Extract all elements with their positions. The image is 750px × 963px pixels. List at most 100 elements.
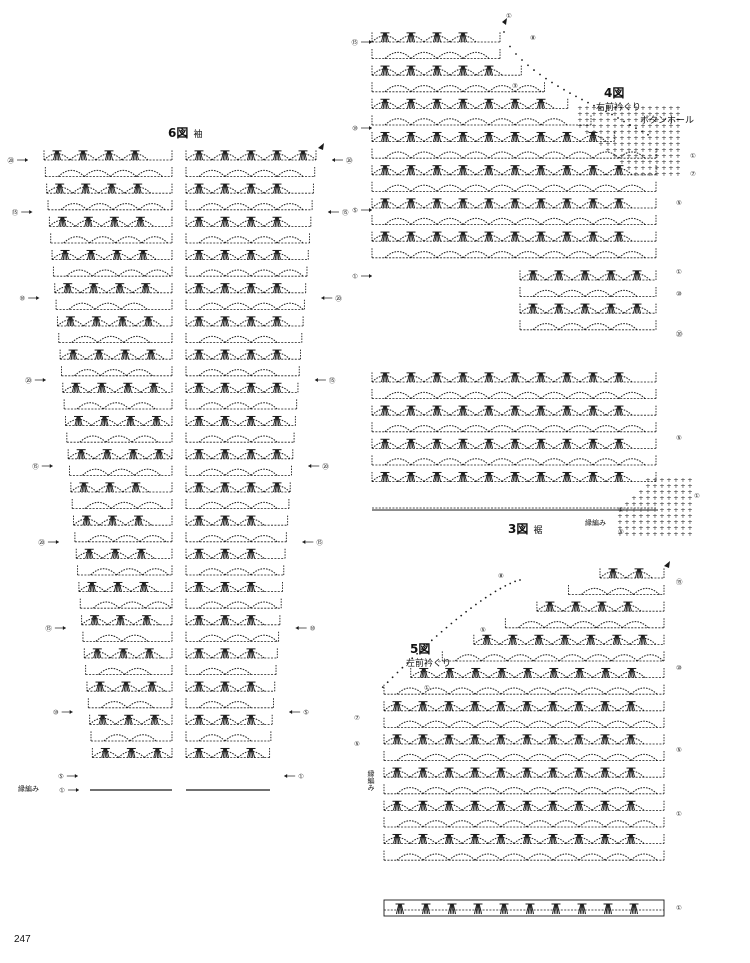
single-crochet-mark: + [633, 158, 638, 166]
treble-stitch [123, 316, 127, 327]
treble-stitch [196, 283, 199, 293]
treble-stitch [272, 150, 277, 161]
treble-stitch [385, 165, 388, 175]
single-crochet-mark: + [638, 512, 643, 520]
treble-stitch [394, 734, 397, 745]
treble-stitch [222, 615, 225, 625]
treble-stitch [512, 132, 515, 142]
edging-stitch-dot [484, 596, 487, 599]
treble-stitch [96, 350, 99, 360]
treble-stitch [81, 449, 84, 459]
treble-stitch [60, 217, 63, 227]
treble-stitch [605, 701, 608, 711]
treble-stitch [138, 217, 141, 227]
treble-stitch [408, 198, 411, 209]
chain-arch [126, 369, 153, 377]
treble-stitch [225, 217, 230, 227]
treble-stitch [533, 303, 538, 314]
treble-stitch [460, 372, 463, 383]
single-crochet-mark: + [584, 122, 589, 130]
treble-stitch [602, 602, 605, 612]
treble-stitch [385, 132, 390, 142]
treble-stitch [515, 198, 520, 209]
treble-stitch [251, 516, 254, 526]
treble-stitch [608, 270, 611, 281]
treble-stitch [475, 834, 478, 844]
treble-stitch [447, 903, 452, 915]
chain-arch [139, 535, 167, 543]
single-crochet-mark: + [652, 488, 657, 496]
treble-stitch [484, 472, 489, 482]
treble-stitch [251, 217, 254, 227]
chain-arch [224, 734, 252, 742]
treble-stitch [96, 316, 99, 327]
chain-arch [224, 568, 252, 576]
treble-stitch [277, 383, 280, 393]
chain-arch [198, 269, 226, 277]
chain-arch [630, 753, 658, 761]
treble-stitch [382, 472, 385, 482]
single-crochet-mark: + [640, 152, 645, 160]
row-arrow-head [327, 210, 331, 214]
chain-arch [198, 435, 226, 443]
chain-arch [123, 335, 151, 343]
treble-stitch [611, 303, 616, 314]
treble-stitch [199, 648, 204, 659]
chain-arch [514, 151, 542, 159]
treble-stitch [608, 568, 613, 579]
chain-arch [592, 251, 620, 259]
treble-stitch [147, 349, 151, 360]
treble-stitch [434, 165, 437, 175]
treble-stitch [588, 405, 593, 416]
treble-stitch [554, 668, 558, 678]
treble-stitch [107, 449, 110, 459]
treble-stitch [472, 801, 475, 811]
treble-stitch [152, 682, 155, 692]
figure-5-name: 左前衿ぐり [406, 659, 452, 669]
treble-stitch [475, 801, 480, 811]
treble-stitch [580, 303, 585, 314]
treble-stitch [113, 515, 117, 526]
treble-stitch [400, 903, 405, 915]
treble-stitch [576, 601, 580, 612]
chain-arch [566, 425, 594, 433]
chain-arch [410, 425, 438, 433]
treble-stitch [463, 32, 468, 43]
treble-stitch [139, 250, 143, 260]
treble-stitch [225, 183, 230, 194]
treble-stitch [225, 549, 228, 559]
treble-stitch [246, 316, 251, 327]
chain-arch [105, 435, 133, 443]
treble-stitch [463, 165, 466, 175]
treble-stitch [460, 439, 463, 449]
edging-stitch-dot [416, 652, 418, 655]
treble-stitch [567, 198, 570, 209]
treble-stitch [458, 198, 463, 209]
treble-stitch [222, 582, 225, 592]
treble-stitch [522, 767, 527, 778]
treble-stitch [510, 231, 515, 242]
treble-stitch [385, 99, 390, 109]
treble-stitch [512, 232, 515, 242]
chain-arch [384, 425, 412, 433]
treble-stitch [92, 582, 96, 592]
treble-stitch [515, 231, 520, 242]
treble-stitch [220, 183, 225, 194]
treble-stitch [225, 615, 228, 625]
treble-stitch [246, 748, 251, 758]
treble-stitch [484, 372, 489, 383]
single-crochet-mark: + [661, 110, 666, 118]
treble-stitch [501, 767, 506, 778]
single-crochet-mark: + [598, 122, 603, 130]
treble-stitch [463, 198, 466, 209]
single-crochet-mark: + [666, 500, 671, 508]
treble-stitch [460, 99, 463, 109]
chain-arch [422, 753, 450, 761]
chain-arch [384, 391, 412, 399]
chain-arch [276, 302, 304, 310]
treble-stitch [397, 701, 402, 711]
treble-stitch [527, 701, 530, 711]
treble-stitch [579, 734, 584, 745]
treble-stitch [199, 715, 202, 725]
single-crochet-mark: + [631, 500, 636, 508]
